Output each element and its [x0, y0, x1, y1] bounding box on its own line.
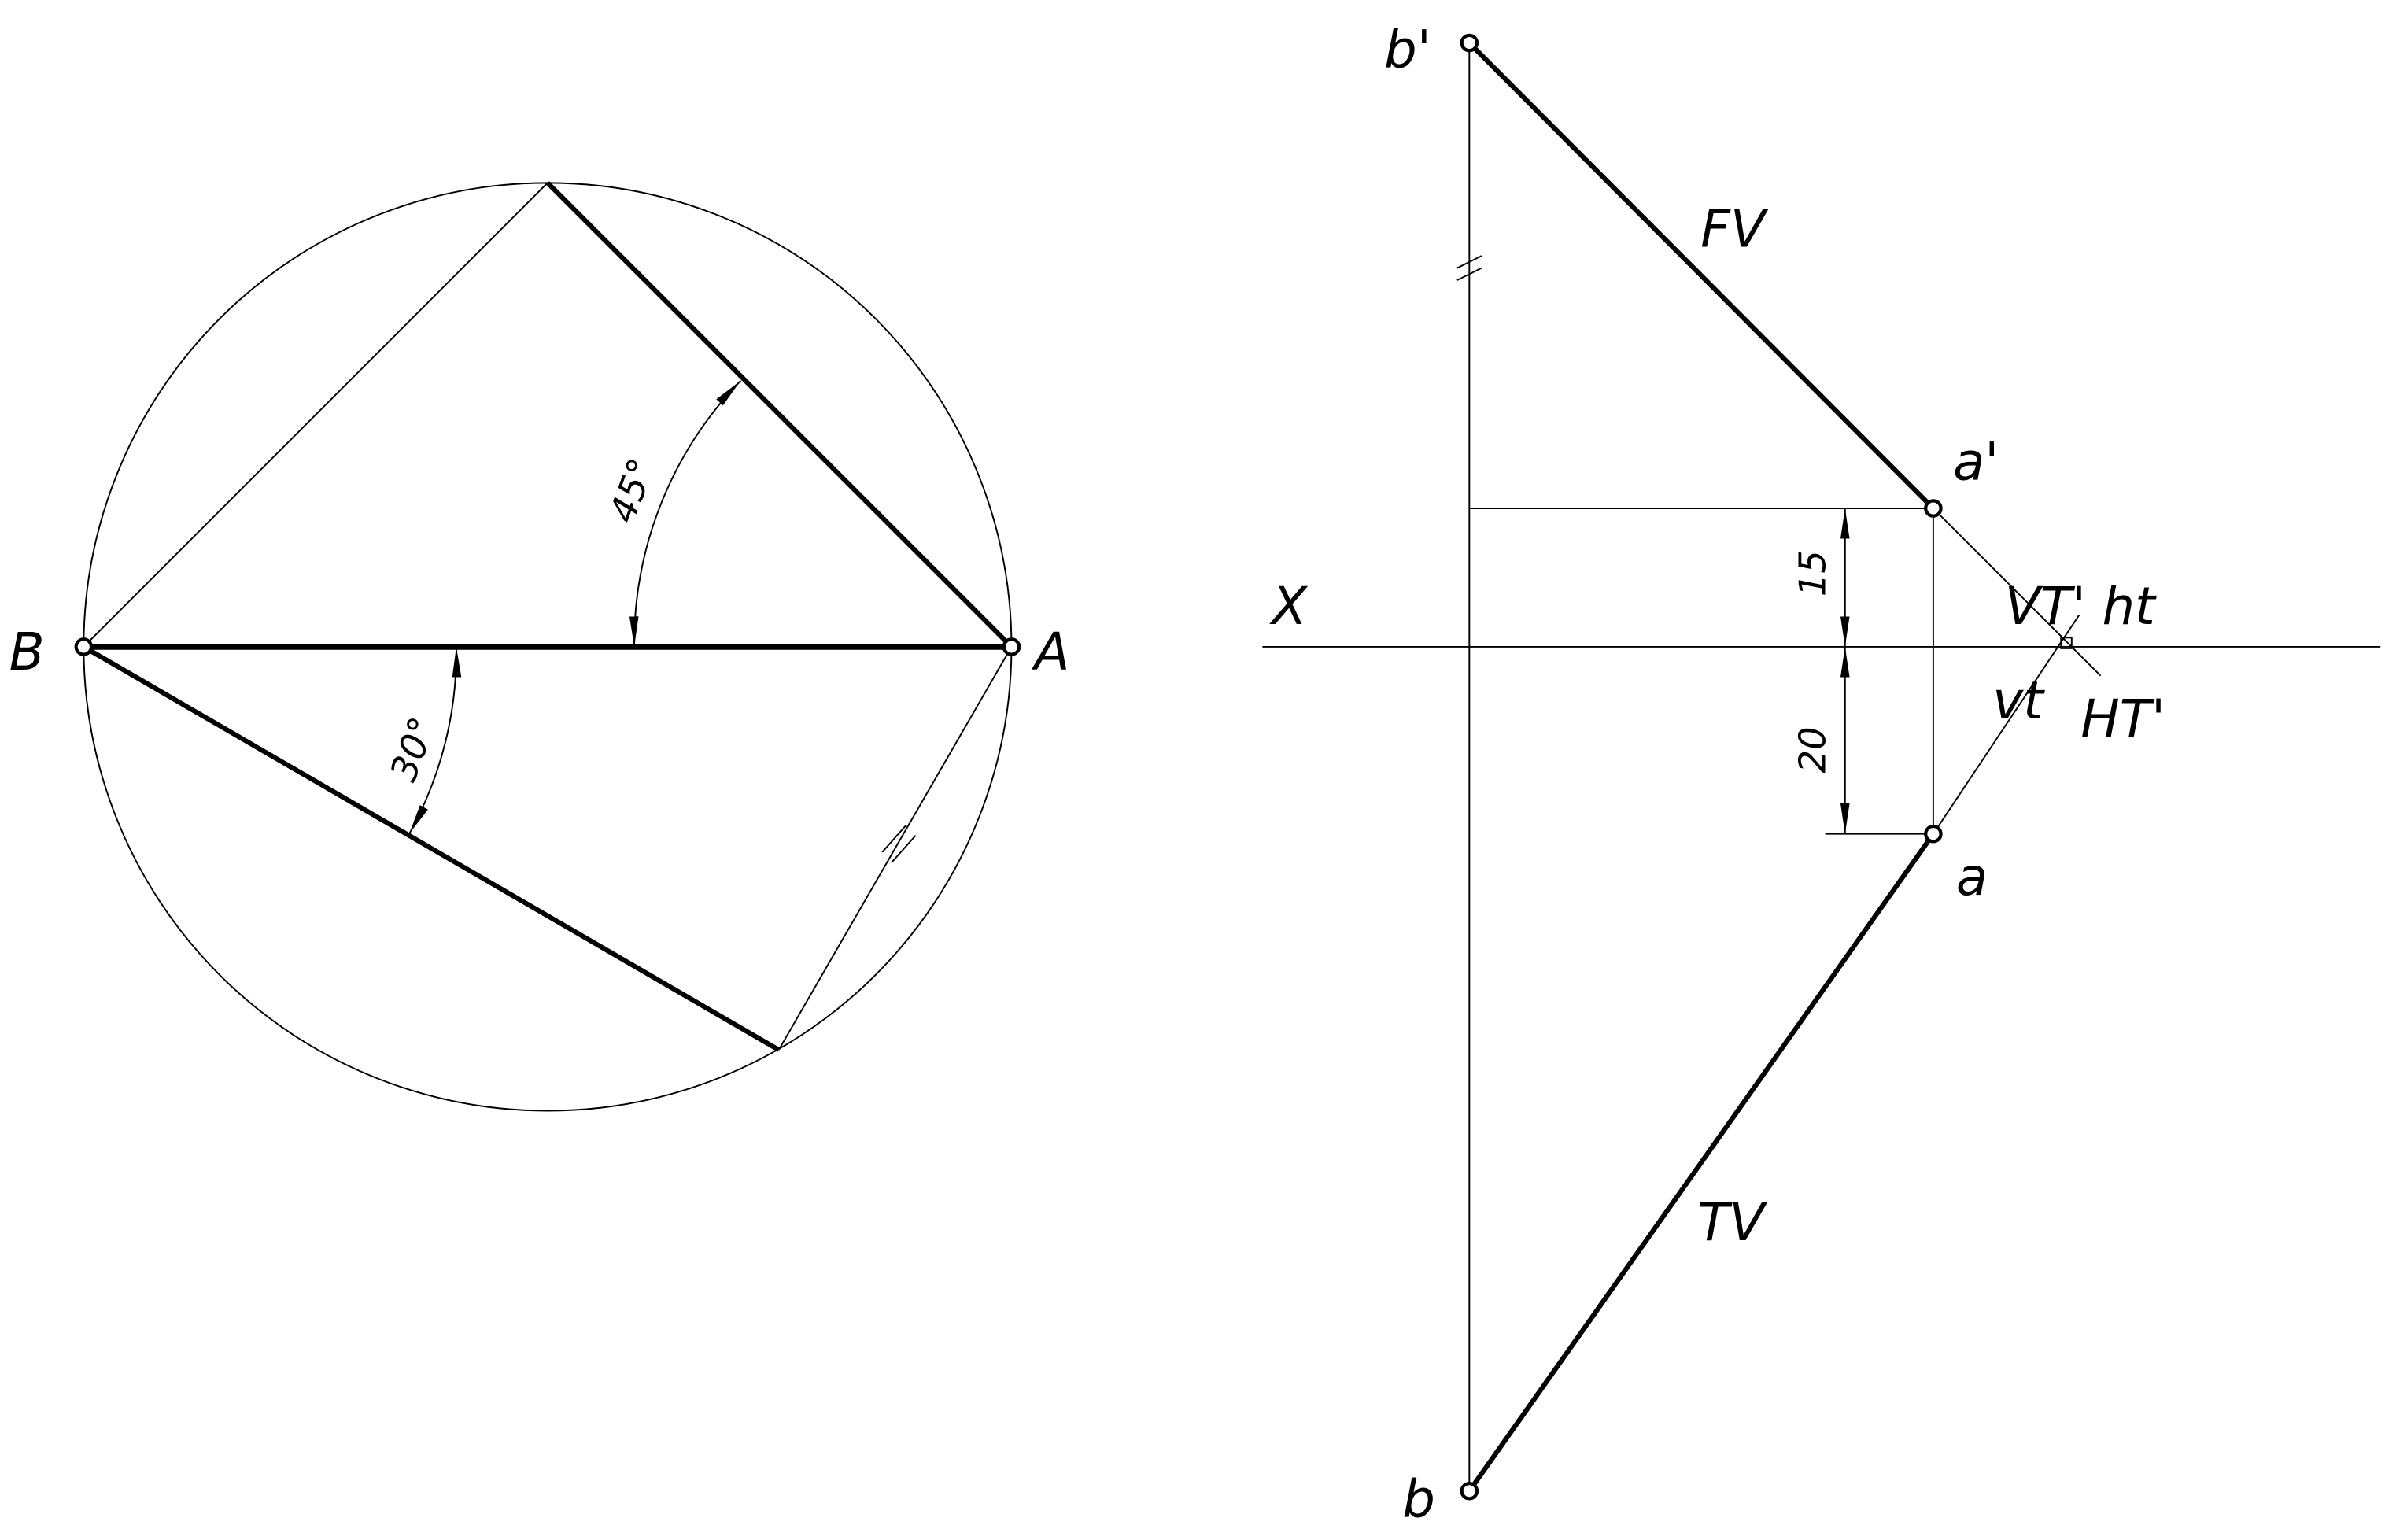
line-lower-a — [777, 646, 1013, 1051]
top-view-line — [1467, 832, 1936, 1493]
label-fv: FV — [1700, 200, 1769, 260]
point-a-marker — [1002, 637, 1021, 656]
front-view-line — [1468, 41, 1936, 511]
parallel-tick-marks — [881, 824, 917, 864]
point-b-marker — [74, 637, 94, 656]
point-a-marker — [1924, 824, 1943, 844]
dimension-label-15: 15 — [1792, 550, 1834, 596]
line-top-a — [545, 181, 1013, 649]
label-vt: vt — [1992, 671, 2045, 731]
front-view-extension — [1933, 508, 2102, 677]
line-b-lower — [82, 644, 781, 1052]
point-a-prime-marker — [1924, 499, 1943, 518]
label-ht: ht — [2102, 577, 2157, 637]
label-b: B — [9, 622, 45, 682]
dimension-label-20: 20 — [1792, 726, 1834, 773]
line-b-top — [83, 182, 548, 648]
label-vt-prime: VT' — [2005, 577, 2086, 637]
point-b-marker — [1460, 1481, 1479, 1501]
angle-label-45: 45° — [601, 452, 663, 528]
point-b-prime-marker — [1460, 33, 1479, 53]
angle-label-30: 30° — [382, 711, 444, 787]
label-a: A — [1031, 622, 1069, 682]
label-tv: TV — [1697, 1193, 1767, 1253]
label-b-prime: b' — [1384, 20, 1431, 79]
angle-arc-30 — [408, 646, 462, 835]
top-view-extension — [1933, 614, 2080, 835]
label-b: b — [1402, 1470, 1435, 1530]
label-a: a — [1956, 848, 1988, 907]
parallel-tick-marks — [1456, 255, 1482, 281]
trace-point — [2060, 637, 2073, 649]
right-view: X 15 20 b' b a' a FV TV VT' ht vt HT' — [1262, 20, 2381, 1530]
label-ht-prime: HT' — [2080, 689, 2165, 749]
angle-arc-45 — [629, 379, 742, 647]
left-view: 45° 30° B A — [9, 181, 1069, 1112]
label-a-prime: a' — [1953, 432, 1999, 492]
axis-label-x: X — [1269, 577, 1309, 637]
